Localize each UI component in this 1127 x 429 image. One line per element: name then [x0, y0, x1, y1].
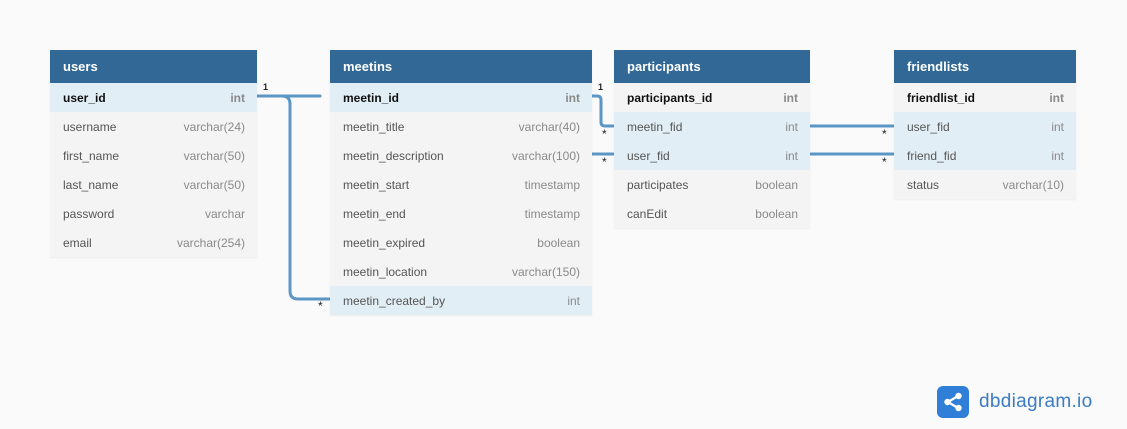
column-type: int: [230, 90, 245, 105]
table-row[interactable]: meetin_expired boolean: [330, 228, 592, 257]
column-type: varchar(40): [518, 119, 580, 134]
table-header[interactable]: participants: [614, 50, 810, 83]
table-row[interactable]: friend_fid int: [894, 141, 1076, 170]
table-row[interactable]: friendlist_id int: [894, 83, 1076, 112]
table-header[interactable]: meetins: [330, 50, 592, 83]
column-name: participates: [627, 177, 689, 192]
table-row[interactable]: meetin_fid int: [614, 112, 810, 141]
column-type: varchar(254): [176, 235, 245, 250]
table-row[interactable]: meetin_end timestamp: [330, 199, 592, 228]
column-type: varchar(50): [183, 177, 245, 192]
column-type: boolean: [755, 177, 798, 192]
column-name: first_name: [63, 148, 120, 163]
column-type: int: [783, 90, 798, 105]
table-row[interactable]: canEdit boolean: [614, 199, 810, 228]
column-name: meetin_start: [343, 177, 410, 192]
cardinality-many-friendlists-friend: *: [882, 155, 887, 169]
table-row[interactable]: last_name varchar(50): [50, 170, 257, 199]
column-type: int: [1051, 119, 1064, 134]
column-name: meetin_fid: [627, 119, 683, 134]
column-name: friend_fid: [907, 148, 957, 163]
column-type: boolean: [537, 235, 580, 250]
column-type: int: [785, 148, 798, 163]
table-row[interactable]: meetin_description varchar(100): [330, 141, 592, 170]
logo-text: dbdiagram.io: [979, 391, 1093, 412]
column-name: friendlist_id: [907, 90, 976, 105]
table-row[interactable]: user_fid int: [614, 141, 810, 170]
column-name: username: [63, 119, 117, 134]
column-name: meetin_location: [343, 264, 428, 279]
table-row[interactable]: user_fid int: [894, 112, 1076, 141]
column-type: int: [785, 119, 798, 134]
column-type: varchar(100): [511, 148, 580, 163]
table-row[interactable]: password varchar: [50, 199, 257, 228]
table-row[interactable]: meetin_created_by int: [330, 286, 592, 315]
column-name: meetin_description: [343, 148, 444, 163]
table-header[interactable]: friendlists: [894, 50, 1076, 83]
cardinality-many-friendlists-user: *: [882, 127, 887, 141]
column-name: user_fid: [907, 119, 950, 134]
table-row[interactable]: user_id int: [50, 83, 257, 112]
column-type: int: [1051, 148, 1064, 163]
link-meetins-participants: [590, 94, 616, 128]
column-type: timestamp: [524, 206, 580, 221]
column-type: boolean: [755, 206, 798, 221]
table-row[interactable]: participants_id int: [614, 83, 810, 112]
dbdiagram-logo[interactable]: dbdiagram.io: [937, 386, 1092, 418]
column-type: varchar(150): [511, 264, 580, 279]
table-header[interactable]: users: [50, 50, 257, 83]
column-type: int: [1049, 90, 1064, 105]
table-users[interactable]: users user_id int username varchar(24) fir…: [50, 50, 257, 257]
cardinality-many-meetins-created-by: *: [318, 299, 323, 313]
column-name: status: [907, 177, 940, 192]
column-name: meetin_id: [343, 90, 400, 105]
column-type: varchar(10): [1002, 177, 1064, 192]
table-row[interactable]: participates boolean: [614, 170, 810, 199]
share-nodes-icon: [937, 386, 969, 418]
column-name: meetin_created_by: [343, 293, 446, 308]
column-name: meetin_end: [343, 206, 406, 221]
column-name: meetin_title: [343, 119, 405, 134]
cardinality-many-participants-meetin: *: [602, 127, 607, 141]
column-name: user_fid: [627, 148, 670, 163]
column-type: varchar: [204, 206, 245, 221]
column-type: timestamp: [524, 177, 580, 192]
table-row[interactable]: meetin_location varchar(150): [330, 257, 592, 286]
column-name: email: [63, 235, 92, 250]
column-type: varchar(24): [183, 119, 245, 134]
link-users-meetins-created-by: [255, 94, 332, 301]
table-row[interactable]: email varchar(254): [50, 228, 257, 257]
table-row[interactable]: status varchar(10): [894, 170, 1076, 199]
table-row[interactable]: meetin_id int: [330, 83, 592, 112]
column-name: canEdit: [627, 206, 668, 221]
table-row[interactable]: username varchar(24): [50, 112, 257, 141]
table-row[interactable]: meetin_start timestamp: [330, 170, 592, 199]
column-type: int: [567, 293, 580, 308]
cardinality-one-users: 1: [263, 82, 269, 92]
column-name: last_name: [63, 177, 119, 192]
column-type: int: [565, 90, 580, 105]
column-name: password: [63, 206, 115, 221]
cardinality-many-participants-user: *: [602, 155, 607, 169]
column-name: user_id: [63, 90, 106, 105]
cardinality-one-meetins: 1: [598, 82, 604, 92]
table-row[interactable]: meetin_title varchar(40): [330, 112, 592, 141]
column-name: meetin_expired: [343, 235, 426, 250]
table-row[interactable]: first_name varchar(50): [50, 141, 257, 170]
column-name: participants_id: [627, 90, 713, 105]
column-type: varchar(50): [183, 148, 245, 163]
